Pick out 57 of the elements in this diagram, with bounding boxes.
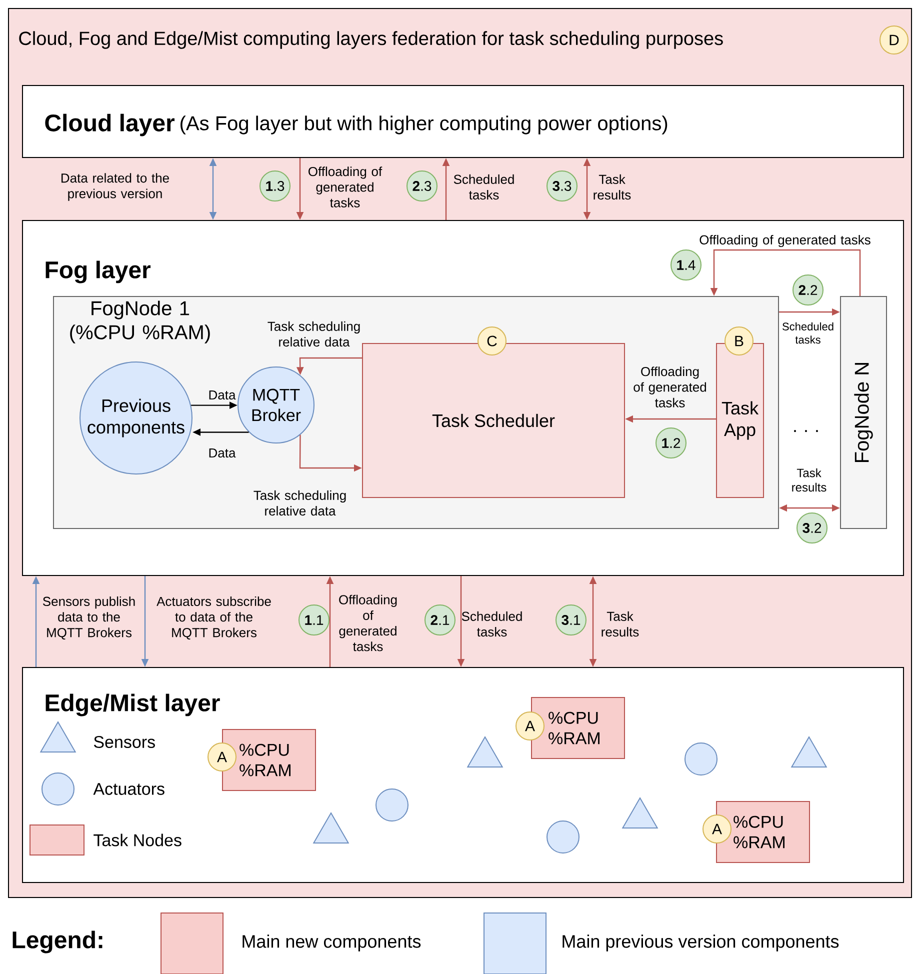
letter-badge: A (208, 742, 236, 772)
step-badge: 1.3 (260, 170, 290, 202)
node-label: %CPU %RAM (548, 712, 600, 744)
step-badge: 3.3 (546, 170, 578, 202)
edge-label: Sensors publish data to the MQTT Brokers (42, 596, 135, 640)
step-badge: 1.2 (656, 428, 686, 458)
node-label: %CPU %RAM (734, 816, 784, 848)
edge-label: Offloading of generated tasks (634, 366, 706, 408)
layer-title: Fog layer (46, 260, 151, 284)
edge-label: Task results (792, 468, 826, 492)
layer-title: Edge/Mist layer (46, 694, 220, 716)
actuator-circle (376, 788, 408, 822)
letter-badge: B (724, 326, 754, 356)
edge-label: Task results (602, 611, 639, 637)
legend-heading: Legend: (12, 930, 102, 954)
node-label: FogNode 1 (%CPU %RAM) (70, 300, 210, 344)
panel-title: Cloud, Fog and Edge/Mist computing layers federation for task scheduling purposes (19, 31, 723, 49)
node-label: FogNode N (854, 363, 873, 462)
step-badge: 1.4 (670, 250, 702, 280)
ellipsis-dots: · · · (794, 430, 818, 432)
node-label: Task App (722, 401, 759, 440)
edge-label: Task results (594, 174, 631, 200)
legend-label: Main previous version components (562, 934, 839, 952)
step-badge: 2.1 (424, 604, 456, 636)
layer-subtitle: (As Fog layer but with higher computing power options) (180, 116, 668, 134)
step-badge: 3.1 (556, 604, 586, 636)
layer-title: Cloud layer (45, 114, 175, 136)
legend-label: Task Nodes (94, 834, 182, 846)
letter-badge: A (702, 814, 732, 844)
edge-label: Offloading of generated tasks (339, 594, 397, 652)
step-badge: 2.3 (406, 170, 438, 202)
fog-node-box (840, 296, 887, 529)
edge-label: Data (209, 390, 236, 400)
edge-label: Task scheduling relative data (254, 490, 346, 516)
edge-label: Scheduled tasks (462, 611, 522, 637)
edge-label: Data related to the previous version (62, 173, 169, 201)
edge-label: Offloading of generated tasks (308, 166, 382, 208)
edge-label: Scheduled tasks (454, 174, 514, 200)
edge-label: Data (209, 448, 236, 458)
step-badge: 2.2 (792, 274, 824, 306)
step-badge: 3.2 (796, 512, 828, 544)
letter-badge: D (880, 26, 908, 54)
step-badge: 1.1 (298, 604, 330, 636)
node-label: %CPU %RAM (240, 744, 290, 776)
legend-label: Sensors (94, 736, 155, 748)
edge-label: Task scheduling relative data (268, 321, 360, 347)
edge-label: Actuators subscribe to data of the MQTT Brokers (156, 596, 271, 640)
actuator-circle (684, 742, 718, 776)
letter-badge: C (478, 326, 506, 356)
layer-box (22, 85, 904, 158)
actuator-circle (546, 820, 580, 854)
edge-label: Offloading of generated tasks (700, 234, 870, 248)
node-label: Task Scheduler (432, 414, 555, 428)
edge-label: Scheduled tasks (782, 322, 834, 344)
letter-badge: A (516, 712, 544, 740)
legend-label: Main new components (242, 934, 421, 952)
legend-label: Actuators (93, 783, 164, 795)
